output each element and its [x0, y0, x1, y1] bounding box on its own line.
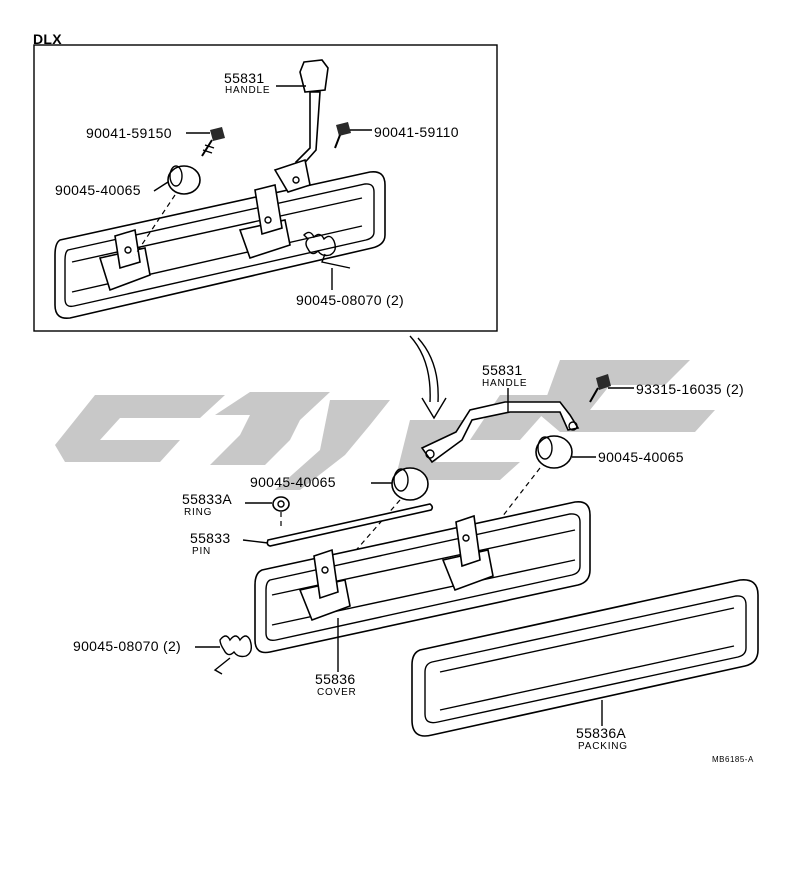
main-cover-name: COVER: [317, 687, 357, 698]
main-spring-number: 90045-08070 (2): [73, 638, 181, 654]
main-bumper-left: [329, 467, 429, 581]
main-packing-name: PACKING: [578, 741, 628, 752]
inset-spring-number: 90045-08070 (2): [296, 292, 404, 308]
inset-bracket-right: [238, 184, 291, 260]
main-pin-name: PIN: [192, 546, 211, 557]
main-ring: [272, 496, 290, 530]
watermark-logo: [55, 360, 715, 490]
inset-spring: [303, 231, 351, 269]
inset-leaders: [153, 85, 372, 290]
inset-bumper-number: 90045-40065: [55, 182, 141, 198]
inset-screw-left: [201, 127, 225, 157]
main-leaders: [195, 387, 634, 726]
inset-screw-right: [334, 122, 351, 149]
main-ring-number: 55833A: [182, 491, 232, 507]
section-label: DLX: [33, 31, 62, 47]
inset-handle-name: HANDLE: [225, 85, 270, 96]
figure-code: MB6185-A: [712, 755, 754, 764]
main-ring-name: RING: [184, 507, 212, 518]
main-handle-name: HANDLE: [482, 378, 527, 389]
inset-bracket-left: [98, 228, 151, 292]
transition-arrow: [409, 335, 447, 420]
inset-labels: 55831 HANDLE 90041-59150 90041-59110 900…: [55, 70, 459, 308]
inset-handle-number: 55831: [224, 70, 264, 86]
main-bracket-left: [298, 548, 351, 622]
main-pin-number: 55833: [190, 530, 230, 546]
main-screw-number: 93315-16035 (2): [636, 381, 744, 397]
main-handle: [420, 401, 580, 464]
inset-screw-right-number: 90041-59110: [374, 124, 459, 140]
main-packing: [411, 578, 759, 737]
main-handle-number: 55831: [482, 362, 522, 378]
main-bumper-right-number: 90045-40065: [598, 449, 684, 465]
main-bracket-right: [441, 514, 494, 592]
inset-bumper: [134, 165, 201, 256]
inset-screw-left-number: 90041-59150: [86, 125, 172, 141]
dlx-inset: DLX: [33, 31, 498, 332]
main-bumper-left-number: 90045-40065: [250, 474, 336, 490]
main-packing-number: 55836A: [576, 725, 626, 741]
main-spring: [213, 635, 253, 675]
main-screw: [589, 374, 611, 403]
main-labels: 55831 HANDLE 93315-16035 (2) 90045-40065…: [73, 362, 754, 764]
main-cover-number: 55836: [315, 671, 355, 687]
inset-handle: [273, 59, 329, 193]
